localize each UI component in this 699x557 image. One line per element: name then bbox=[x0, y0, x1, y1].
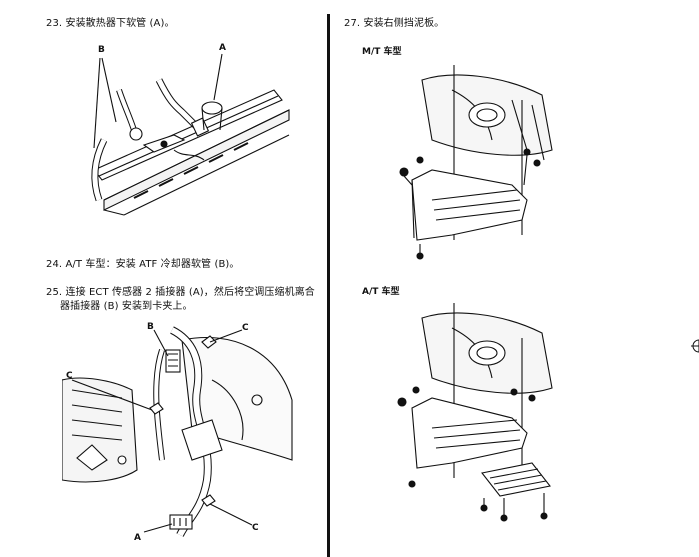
fig2-label-c-left: C bbox=[66, 371, 73, 381]
step-23-text: 23. 安装散热器下软管 (A)。 bbox=[46, 18, 175, 29]
step-24-text: 24. A/T 车型：安装 ATF 冷却器软管 (B)。 bbox=[46, 259, 240, 270]
step-27-text: 27. 安装右侧挡泥板。 bbox=[344, 18, 445, 29]
at-model-title: A/T 车型 bbox=[362, 287, 400, 297]
fig2-label-c-bottom: C bbox=[252, 523, 259, 533]
step-25-text-line2: 器插接器 (B) 安装到卡夹上。 bbox=[60, 301, 193, 312]
step-25-text-line1: 25. 连接 ECT 传感器 2 插接器 (A)，然后将空调压缩机离合 bbox=[46, 287, 315, 298]
fig1-label-a: A bbox=[219, 43, 226, 53]
mt-model-title: M/T 车型 bbox=[362, 47, 402, 57]
fig2-label-c-top: C bbox=[242, 323, 249, 333]
fig2-label-a: A bbox=[134, 533, 141, 543]
at-splash-shield-illustration bbox=[392, 298, 562, 528]
ect-sensor-connector-illustration: B C C C A bbox=[62, 320, 297, 546]
fig2-label-b: B bbox=[147, 322, 154, 332]
mt-splash-shield-illustration bbox=[392, 60, 562, 270]
crosshair-icon bbox=[689, 338, 699, 354]
radiator-hose-illustration: B A bbox=[64, 40, 294, 222]
fig1-label-b: B bbox=[98, 45, 105, 55]
column-divider bbox=[327, 14, 330, 557]
